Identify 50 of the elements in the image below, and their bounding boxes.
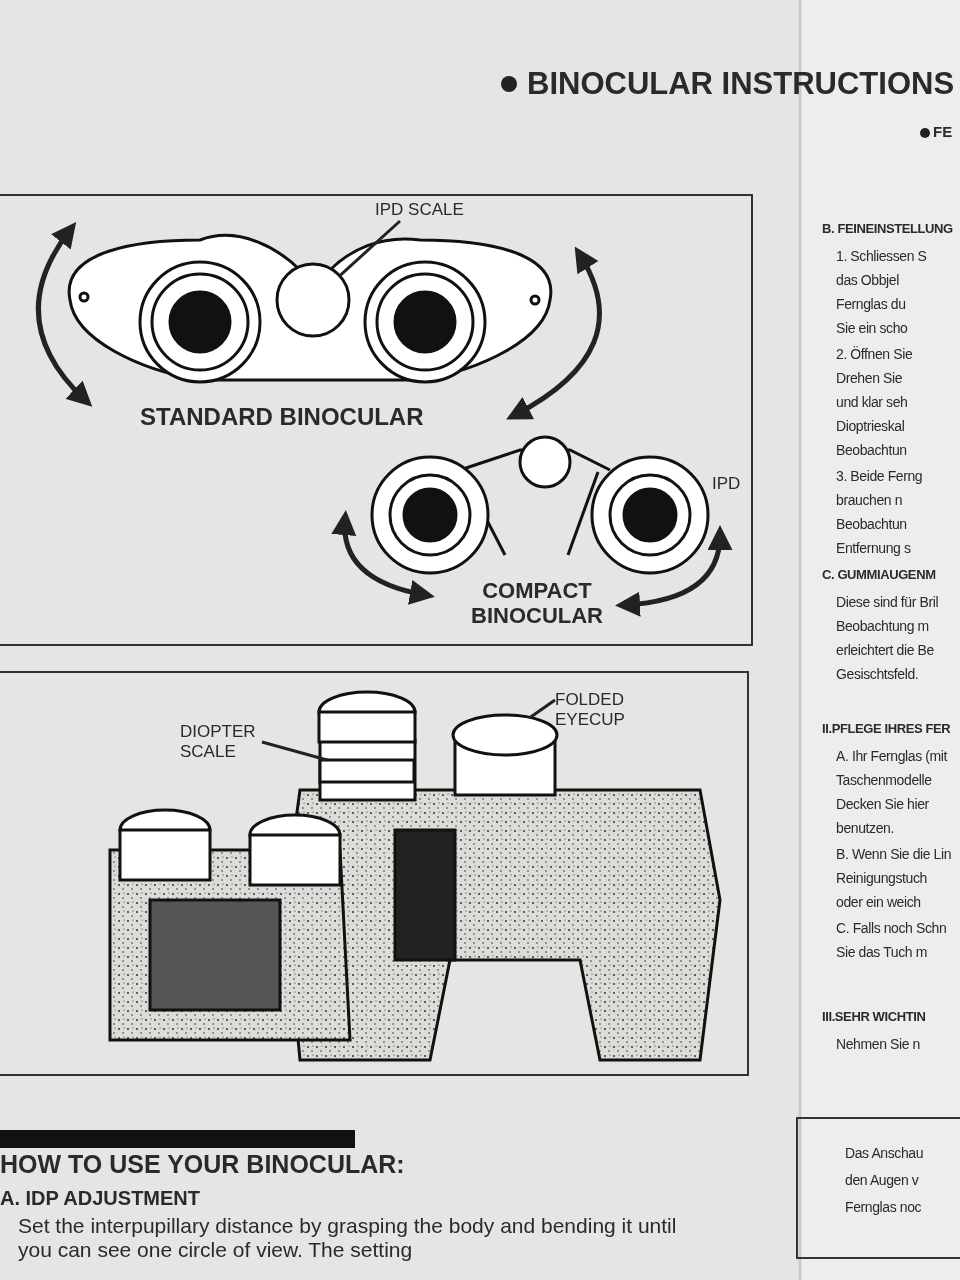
leader-line — [529, 698, 556, 719]
text-line: 3. Beide Ferng — [836, 468, 923, 485]
drawing-caption: COMPACT BINOCULAR — [470, 578, 604, 629]
text-line: Beobachtun — [836, 516, 907, 533]
text-line: das Obbjel — [836, 272, 899, 289]
diopter-ring — [318, 758, 416, 784]
text-line: Beobachtun — [836, 442, 907, 459]
ipd-scale-wheel — [275, 262, 351, 338]
text-line: Fernglas noc — [845, 1199, 922, 1216]
text-line: benutzen. — [836, 820, 894, 837]
text-line: B. Wenn Sie die Lin — [836, 846, 952, 863]
text-line: Reinigungstuch — [836, 870, 927, 887]
text-line: Drehen Sie — [836, 370, 903, 387]
subsection-heading: A. IDP ADJUSTMENT — [0, 1187, 201, 1210]
text-line: Entfernung s — [836, 540, 911, 557]
section-heading: B. FEINEINSTELLUNG — [822, 222, 953, 237]
text-line: Taschenmodelle — [836, 772, 932, 789]
text-line: Sie das Tuch m — [836, 944, 927, 961]
text-line: A. Ihr Fernglas (mit — [836, 748, 948, 765]
drawing-caption: STANDARD BINOCULAR — [140, 403, 424, 431]
text-line: oder ein weich — [836, 894, 921, 911]
callout-label: FOLDED EYECUP — [555, 690, 645, 730]
section-heading: C. GUMMIAUGENM — [822, 568, 936, 583]
text-line: Das Anschau — [845, 1145, 924, 1162]
text-line: brauchen n — [836, 492, 903, 509]
text-line: C. Falls noch Schn — [836, 920, 947, 937]
page-title: BINOCULAR INSTRUCTIONS — [527, 66, 955, 102]
text-line: 2. Öffnen Sie — [836, 346, 913, 363]
leader-line — [338, 219, 401, 277]
section-heading: HOW TO USE YOUR BINOCULAR: — [0, 1150, 405, 1179]
callout-label: IPD — [712, 474, 741, 494]
text-line: Nehmen Sie n — [836, 1036, 920, 1053]
callout-label: IPD SCALE — [375, 200, 464, 220]
text-line: erleichtert die Be — [836, 642, 934, 659]
text-line: Gesischtsfeld. — [836, 666, 919, 683]
section-heading: FE — [933, 123, 953, 141]
leader-line — [261, 740, 328, 762]
text-line: den Augen v — [845, 1172, 919, 1189]
text-line: und klar seh — [836, 394, 908, 411]
text-line: Sie ein scho — [836, 320, 908, 337]
body-paragraph: Set the interpupillary distance by grasping the body and bending it until you can see one circle of view. The setting — [18, 1214, 678, 1263]
text-line: 1. Schliessen S — [836, 248, 927, 265]
text-line: Diese sind für Bril — [836, 594, 939, 611]
text-line: Beobachtung m — [836, 618, 929, 635]
text-line: Fernglas du — [836, 296, 906, 313]
text-line: Dioptrieskal — [836, 418, 905, 435]
text-line: Decken Sie hier — [836, 796, 929, 813]
callout-label: DIOPTER SCALE — [180, 722, 260, 762]
section-heading: III.SEHR WICHTIN — [822, 1010, 926, 1025]
section-heading: II.PFLEGE IHRES FER — [822, 722, 951, 737]
